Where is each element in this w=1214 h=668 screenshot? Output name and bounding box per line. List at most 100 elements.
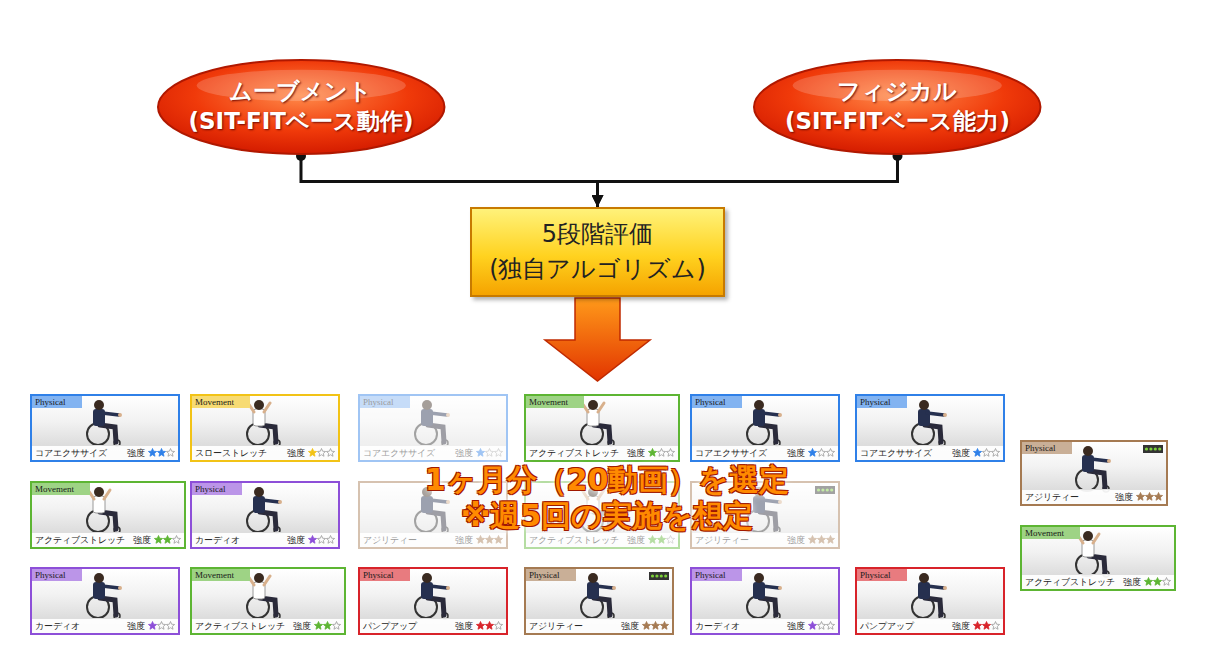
flow-connector <box>598 156 898 207</box>
category-tag: Physical <box>360 569 410 581</box>
star-rating <box>808 535 835 544</box>
category-tag: Movement <box>1022 527 1080 539</box>
rating-star <box>651 622 659 630</box>
level-badge <box>649 572 669 580</box>
category-ellipse: ムーブメント(SIT-FITベース動作) <box>156 58 446 156</box>
rating-star <box>991 622 999 630</box>
video-thumbnail: Physicalカーディオ強度 <box>690 567 840 635</box>
wheelchair-figure <box>581 573 616 619</box>
category-tag: Movement <box>192 569 250 581</box>
ellipse-fill <box>158 60 444 154</box>
intensity-label: 強度 <box>287 534 305 546</box>
wheelchair-figure <box>747 400 782 446</box>
rating-star <box>157 622 165 630</box>
flow-connector <box>301 156 598 207</box>
intensity-label: 強度 <box>787 534 805 546</box>
rating-star <box>973 449 981 457</box>
ellipse-label: フィジカル <box>837 77 957 107</box>
exercise-name: コアエクササイズ <box>695 447 767 459</box>
badge-dot <box>664 574 667 577</box>
category-tag: Movement <box>526 396 584 408</box>
rating-star <box>817 449 825 457</box>
rating-star <box>666 449 674 457</box>
category-tag: Physical <box>1022 442 1072 454</box>
rating-star <box>666 536 674 544</box>
rating-star <box>326 536 334 544</box>
intensity-label: 強度 <box>127 620 145 632</box>
exercise-name: コアエクササイズ <box>363 447 435 459</box>
rating-star <box>317 449 325 457</box>
video-thumbnail: Physicalコアエクササイズ強度 <box>855 394 1005 462</box>
exercise-name: カーディオ <box>35 620 80 632</box>
star-rating <box>148 621 175 630</box>
intensity-label: 強度 <box>621 620 639 632</box>
star-rating <box>308 448 335 457</box>
wheelchair-figure <box>87 487 120 533</box>
star-rating <box>476 621 503 630</box>
rating-star <box>808 536 816 544</box>
rating-star <box>982 622 990 630</box>
video-thumbnail: Physicalコアエクササイズ強度 <box>358 394 508 462</box>
badge-ground <box>1143 445 1163 453</box>
star-rating <box>648 535 675 544</box>
video-thumbnail: アジリティー強度 <box>358 481 508 549</box>
wheelchair-figure <box>581 400 614 446</box>
category-tag: Physical <box>857 569 907 581</box>
wheelchair-figure <box>415 400 450 446</box>
rating-star <box>642 622 650 630</box>
rating-star <box>1145 493 1153 501</box>
category-ellipse: フィジカル(SIT-FITベース能力) <box>752 58 1042 156</box>
video-thumbnail: Physical コアエクササイズ 強度 <box>690 394 840 462</box>
star-rating <box>973 621 1000 630</box>
video-thumbnail: Movementスローストレッチ強度 <box>190 394 340 462</box>
badge-ground <box>815 486 835 494</box>
rating-star <box>1144 578 1152 586</box>
star-rating <box>808 621 835 630</box>
rating-star <box>485 622 493 630</box>
badge-dot <box>1149 447 1152 450</box>
wheelchair-figure <box>415 573 450 619</box>
badge-dot <box>655 574 658 577</box>
rating-star <box>991 449 999 457</box>
video-thumbnail: Movementアクティブストレッチ強度 <box>190 567 346 635</box>
exercise-name: アクティブストレッチ <box>529 534 619 546</box>
intensity-label: 強度 <box>133 534 151 546</box>
intensity-label: 強度 <box>787 620 805 632</box>
rating-star <box>982 449 990 457</box>
star-rating <box>973 448 1000 457</box>
rating-star <box>326 449 334 457</box>
category-tag: Physical <box>192 483 242 495</box>
wheelchair-figure <box>87 400 122 446</box>
ellipse-label: ムーブメント <box>229 77 372 107</box>
category-tag: Physical <box>692 396 742 408</box>
badge-dot <box>1145 447 1148 450</box>
video-thumbnail: アジリティー強度 <box>690 481 840 549</box>
rating-star <box>1136 493 1144 501</box>
wheelchair-figure <box>747 573 782 619</box>
video-thumbnail: Physicalアジリティー強度 <box>524 567 674 635</box>
rating-star <box>485 449 493 457</box>
exercise-name: スローストレッチ <box>195 447 267 459</box>
ellipse-label: (SIT-FITベース動作) <box>189 107 414 137</box>
ellipse-shape <box>156 58 446 156</box>
wheelchair-figure <box>1076 531 1109 577</box>
rating-star <box>657 449 665 457</box>
rating-star <box>166 449 174 457</box>
rating-star <box>323 622 331 630</box>
wheelchair-figure <box>247 400 280 446</box>
exercise-name: カーディオ <box>695 620 740 632</box>
star-rating <box>308 535 335 544</box>
intensity-label: 強度 <box>287 447 305 459</box>
video-thumbnail: Movementアクティブストレッチ強度 <box>524 394 680 462</box>
rating-star <box>148 622 156 630</box>
rating-star <box>494 449 502 457</box>
star-rating <box>314 621 341 630</box>
star-rating <box>476 535 503 544</box>
intensity-label: 強度 <box>787 447 805 459</box>
category-tag: Physical <box>360 396 410 408</box>
video-thumbnail: Physicalパンプアップ強度 <box>358 567 508 635</box>
rating-star <box>485 536 493 544</box>
star-rating <box>476 448 503 457</box>
rating-star <box>808 449 816 457</box>
